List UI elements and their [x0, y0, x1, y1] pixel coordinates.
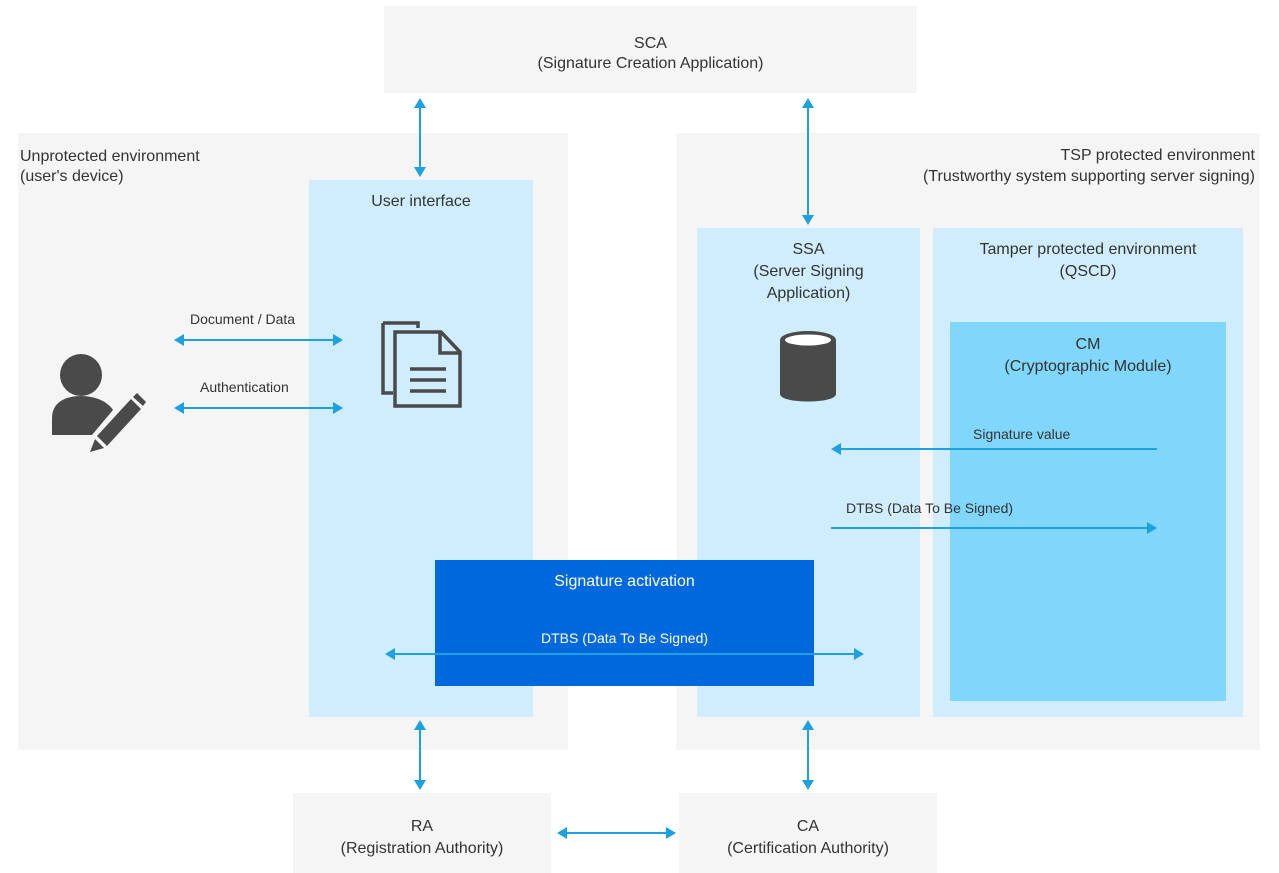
authentication-arrow — [174, 402, 343, 414]
ca-title: CA — [796, 818, 820, 835]
signature-activation-box — [435, 560, 814, 686]
ssa-title: SSA — [792, 241, 825, 258]
signature-activation-dtbs-arrow — [385, 648, 864, 660]
tamper-environment-label: Tamper protected environment — [979, 241, 1197, 258]
document-icon — [381, 321, 462, 408]
ra-box — [293, 793, 551, 873]
cm-subtitle: (Cryptographic Module) — [1004, 358, 1172, 375]
unprotected-environment-label: Unprotected environment — [20, 148, 200, 165]
sca-subtitle: (Signature Creation Application) — [537, 55, 764, 72]
ra-title: RA — [410, 818, 434, 835]
ssa-ca-arrow — [802, 720, 814, 790]
dtbs-ssa-cm-label: DTBS (Data To Be Signed) — [846, 500, 1014, 516]
sca-ssa-arrow — [802, 98, 814, 225]
ca-box — [679, 793, 937, 873]
sca-box — [384, 6, 917, 93]
signature-value-arrow — [831, 443, 1157, 455]
user-interface-title: User interface — [371, 193, 471, 210]
document-data-arrow — [174, 334, 343, 346]
sca-ui-arrow — [414, 98, 426, 177]
ra-ca-arrow — [557, 827, 676, 839]
tsp-environment-sublabel: (Trustworthy system supporting server si… — [923, 168, 1255, 185]
cm-title: CM — [1075, 336, 1101, 353]
signature-value-label: Signature value — [973, 426, 1071, 442]
ssa-subtitle-2: Application) — [766, 285, 851, 302]
signature-activation-dtbs-label: DTBS (Data To Be Signed) — [540, 630, 709, 646]
ssa-subtitle-1: (Server Signing — [753, 263, 864, 280]
ui-ra-arrow — [414, 720, 426, 790]
document-data-label: Document / Data — [190, 311, 296, 327]
ra-subtitle: (Registration Authority) — [340, 840, 504, 857]
signature-activation-title: Signature activation — [554, 573, 695, 590]
tamper-environment-sublabel: (QSCD) — [1059, 263, 1117, 280]
sca-title: SCA — [634, 35, 667, 52]
cm-panel — [950, 322, 1226, 701]
ca-subtitle: (Certification Authority) — [727, 840, 889, 857]
unprotected-environment-sublabel: (user's device) — [20, 168, 124, 185]
tsp-environment-label: TSP protected environment — [1060, 147, 1255, 164]
dtbs-ssa-cm-arrow — [831, 522, 1157, 534]
database-icon — [780, 331, 836, 402]
user-signing-icon — [52, 354, 146, 452]
authentication-label: Authentication — [200, 379, 289, 395]
